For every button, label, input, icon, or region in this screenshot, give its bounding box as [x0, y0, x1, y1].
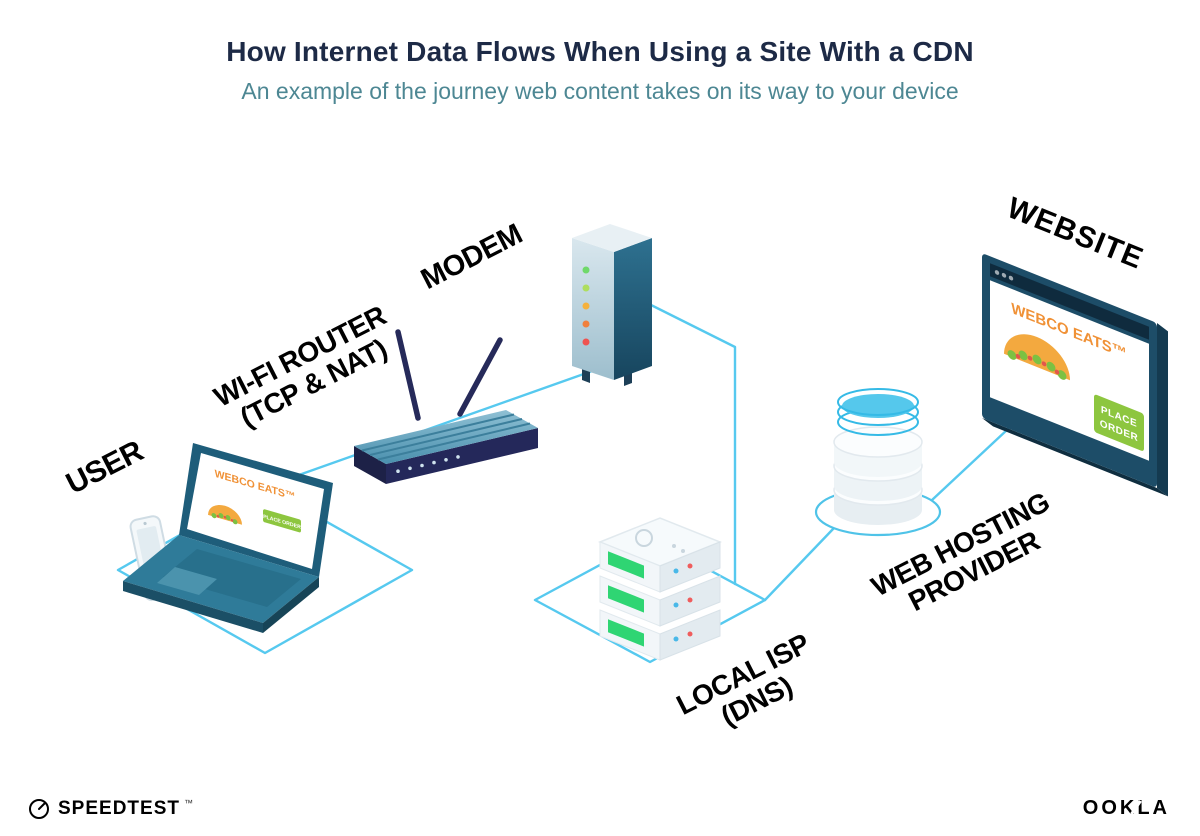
line-hosting-to-website [930, 427, 1010, 502]
wifi-router-icon [354, 329, 538, 484]
server-unit [599, 609, 721, 661]
ookla-wordmark: OOKLA [1082, 797, 1170, 819]
page-subtitle: An example of the journey web content ta… [241, 78, 959, 104]
website-browser-icon: WEBCO EATS™ PLACE ORDER [982, 249, 1168, 497]
database-wireframe-rings [837, 388, 919, 436]
router-grooves [361, 413, 531, 461]
page-title: How Internet Data Flows When Using a Sit… [226, 36, 974, 67]
header: How Internet Data Flows When Using a Sit… [0, 36, 1200, 105]
ookla-logo: OOKLA [1083, 797, 1170, 820]
database-discs [833, 426, 923, 525]
speedtest-wordmark: SPEEDTEST [58, 798, 180, 819]
line-user-to-modem [263, 362, 614, 489]
line-modem-to-isp [643, 300, 737, 586]
speedtest-gauge-icon [29, 799, 49, 819]
browser-place-order-button: PLACE ORDER [1094, 394, 1144, 451]
laptop-taco-icon [208, 504, 242, 525]
browser-tab [992, 249, 1020, 270]
modem-led-lights [582, 266, 590, 346]
hosting-database-icon [814, 388, 942, 537]
server-unit [599, 541, 721, 593]
browser-top-bar [990, 263, 1149, 340]
line-isp-to-hosting [763, 526, 836, 602]
isp-server-icon [597, 517, 723, 661]
browser-taco-icon [1004, 334, 1070, 381]
modem-icon [572, 224, 652, 386]
router-led-lights [396, 455, 460, 473]
laptop-icon: WEBCO EATS™ PLACE ORDER [123, 443, 333, 633]
modem-foot [582, 368, 590, 383]
server-unit [599, 575, 721, 627]
browser-window-dots [994, 270, 1014, 281]
speedtest-trademark: ™ [183, 798, 193, 808]
speedtest-logo: SPEEDTEST ™ [28, 798, 193, 820]
router-antennas-icon [395, 329, 503, 421]
user-laptop-icon: WEBCO EATS™ PLACE ORDER [123, 443, 333, 633]
